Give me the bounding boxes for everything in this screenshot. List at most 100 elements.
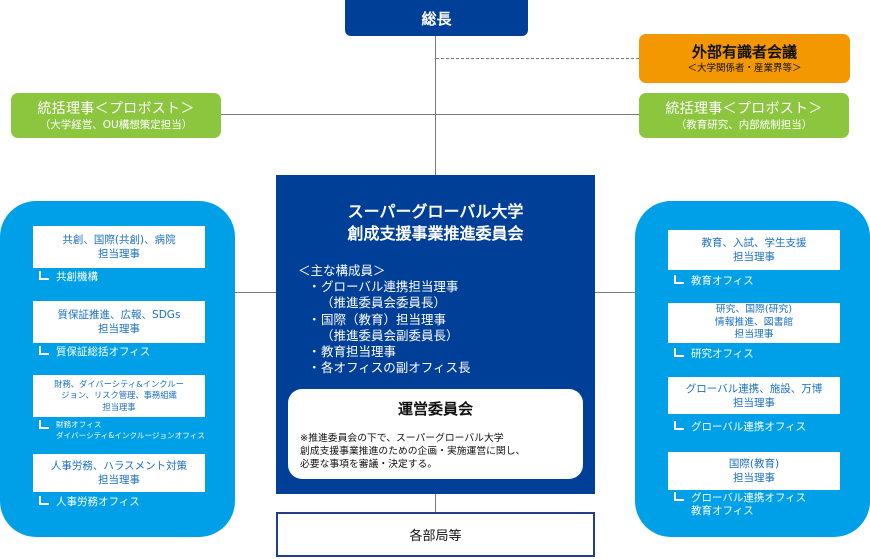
promotion-committee-box: スーパーグローバル大学 創成支援事業推進委員会 ＜主な構成員＞ ・ グローバル連… bbox=[276, 175, 595, 494]
member-line: グローバル連携担当理事 bbox=[321, 279, 459, 294]
provost-box-left: 統括理事＜プロボスト＞ （大学経営、OU構想策定担当） bbox=[11, 93, 221, 138]
office-name: 質保証総括オフィス bbox=[56, 346, 151, 358]
member-line: 各オフィスの副オフィス長 bbox=[321, 360, 471, 376]
president-box: 総長 bbox=[345, 0, 528, 36]
branch-elbow-icon bbox=[674, 348, 684, 357]
executive-box: 国際(教育) 担当理事 bbox=[668, 452, 840, 490]
executive-box: 財務、ダイバーシティ&インクルー ジョン、リスク管理、事務組織 担当理事 bbox=[33, 375, 205, 417]
connector-president-committee bbox=[435, 36, 436, 175]
external-committee-subtitle: ＜大学関係者・産業界等＞ bbox=[687, 62, 802, 74]
office-name: 教育オフィス bbox=[691, 505, 754, 517]
office-name: 共創機構 bbox=[56, 271, 98, 283]
provost-box-right: 統括理事＜プロボスト＞ （教育研究、内部統制担当） bbox=[639, 93, 849, 138]
steering-committee-title: 運営委員会 bbox=[397, 400, 473, 418]
external-committee-title: 外部有識者会議 bbox=[691, 42, 797, 61]
executive-box: 教育、入試、学生支援 担当理事 bbox=[668, 230, 840, 270]
office-entry: 研究オフィス bbox=[674, 348, 754, 361]
president-label: 総長 bbox=[421, 9, 452, 28]
executive-box: 人事労務、ハラスメント対策 担当理事 bbox=[33, 454, 205, 492]
office-entry: 財務オフィス ダイバーシティ&インクルージョンオフィス bbox=[39, 420, 205, 441]
connector-provost-right bbox=[436, 114, 639, 115]
office-name: ダイバーシティ&インクルージョンオフィス bbox=[56, 430, 205, 440]
office-name: グローバル連携オフィス bbox=[691, 421, 807, 433]
executive-line: 国際(教育) bbox=[728, 458, 780, 470]
branch-elbow-icon bbox=[674, 421, 684, 430]
provost-subtitle: （教育研究、内部統制担当） bbox=[675, 118, 813, 131]
promotion-committee-title: スーパーグローバル大学 創成支援事業推進委員会 bbox=[276, 201, 595, 245]
executive-box: 研究、国際(研究) 情報推進、図書館 担当理事 bbox=[668, 303, 840, 343]
title-line: 創成支援事業推進委員会 bbox=[347, 224, 524, 243]
member-line: 教育担当理事 bbox=[321, 344, 397, 360]
member-line: （推進委員会委員長） bbox=[321, 295, 447, 311]
executive-line: 教育、入試、学生支援 bbox=[701, 237, 807, 249]
bullet: ・ bbox=[308, 344, 321, 360]
executive-line: 担当理事 bbox=[98, 248, 140, 260]
branch-elbow-icon bbox=[39, 346, 49, 355]
member-line: 国際（教育）担当理事 bbox=[321, 311, 447, 327]
executive-line: 質保証推進、広報、SDGs bbox=[57, 309, 181, 321]
branch-elbow-icon bbox=[39, 420, 49, 429]
executive-line: グローバル連携、施設、万博 bbox=[685, 382, 823, 395]
office-entry: 教育オフィス bbox=[674, 275, 754, 288]
office-entry: グローバル連携オフィス bbox=[674, 421, 806, 434]
office-name: グローバル連携オフィス bbox=[691, 492, 807, 504]
connector-external-dashed bbox=[436, 58, 639, 59]
office-entry: グローバル連携オフィス 教育オフィス bbox=[674, 492, 806, 518]
executive-line: 人事労務、ハラスメント対策 bbox=[50, 460, 188, 472]
bullet: ・ bbox=[308, 360, 321, 376]
office-entry: 共創機構 bbox=[39, 271, 98, 284]
executive-box: 共創、国際(共創)、病院 担当理事 bbox=[33, 226, 205, 268]
connector-provost-left bbox=[221, 114, 435, 115]
executive-line: 情報推進、図書館 bbox=[714, 316, 794, 328]
description-line: ※推進委員会の下で、スーパーグローバル大学 bbox=[300, 433, 504, 444]
office-name: 研究オフィス bbox=[691, 348, 754, 360]
executive-line: 担当理事 bbox=[733, 472, 775, 484]
right-executive-panel: 教育、入試、学生支援 担当理事 教育オフィス 研究、国際(研究) 情報推進、図書… bbox=[635, 201, 870, 537]
departments-label: 各部局等 bbox=[409, 529, 462, 544]
members-list: ・ グローバル連携担当理事 （推進委員会委員長） ・ 国際（教育）担当理事 （推… bbox=[308, 279, 471, 377]
connector-left-panel bbox=[235, 292, 276, 293]
executive-box: グローバル連携、施設、万博 担当理事 bbox=[668, 377, 840, 414]
description-line: 創成支援事業推進のための企画・実施運営に関し、 bbox=[300, 446, 526, 457]
title-line: スーパーグローバル大学 bbox=[347, 202, 524, 221]
executive-line: 担当理事 bbox=[98, 323, 140, 335]
branch-elbow-icon bbox=[39, 496, 49, 505]
office-name: 教育オフィス bbox=[691, 275, 754, 287]
office-name: 人事労務オフィス bbox=[56, 496, 140, 508]
executive-line: ジョン、リスク管理、事務組織 bbox=[61, 390, 177, 401]
branch-elbow-icon bbox=[39, 271, 49, 280]
member-line: （推進委員会副委員長） bbox=[321, 327, 459, 343]
bullet: ・ bbox=[308, 311, 321, 327]
departments-box: 各部局等 bbox=[276, 512, 595, 557]
executive-line: 研究、国際(研究) bbox=[715, 304, 793, 316]
office-entry: 人事労務オフィス bbox=[39, 496, 140, 509]
provost-title: 統括理事＜プロボスト＞ bbox=[665, 100, 823, 117]
provost-subtitle: （大学経営、OU構想策定担当） bbox=[39, 118, 193, 131]
office-name: 財務オフィス bbox=[56, 420, 102, 429]
executive-line: 財務、ダイバーシティ&インクルー bbox=[54, 378, 184, 389]
executive-line: 担当理事 bbox=[733, 396, 775, 409]
member-item: ・ 教育担当理事 bbox=[308, 344, 471, 360]
left-executive-panel: 共創、国際(共創)、病院 担当理事 共創機構 質保証推進、広報、SDGs 担当理… bbox=[0, 201, 235, 537]
member-item: ・ 各オフィスの副オフィス長 bbox=[308, 360, 471, 376]
connector-right-panel bbox=[595, 292, 635, 293]
provost-title: 統括理事＜プロボスト＞ bbox=[37, 100, 195, 117]
member-item: ・ 国際（教育）担当理事 （推進委員会副委員長） bbox=[308, 311, 471, 345]
description-line: 必要な事項を審議・決定する。 bbox=[300, 459, 438, 470]
steering-committee-box: 運営委員会 ※推進委員会の下で、スーパーグローバル大学 創成支援事業推進のための… bbox=[288, 389, 583, 479]
executive-line: 担当理事 bbox=[733, 251, 775, 263]
executive-line: 共創、国際(共創)、病院 bbox=[62, 234, 176, 246]
external-committee-box: 外部有識者会議 ＜大学関係者・産業界等＞ bbox=[639, 34, 850, 83]
office-entry: 質保証総括オフィス bbox=[39, 346, 150, 359]
connector-committee-departments bbox=[435, 494, 436, 512]
branch-elbow-icon bbox=[674, 492, 684, 501]
executive-line: 担当理事 bbox=[734, 329, 774, 341]
branch-elbow-icon bbox=[674, 275, 684, 284]
steering-committee-description: ※推進委員会の下で、スーパーグローバル大学 創成支援事業推進のための企画・実施運… bbox=[300, 432, 525, 471]
members-heading: ＜主な構成員＞ bbox=[298, 263, 386, 278]
bullet: ・ bbox=[308, 279, 321, 294]
executive-line: 担当理事 bbox=[98, 474, 140, 486]
member-item: ・ グローバル連携担当理事 （推進委員会委員長） bbox=[308, 279, 471, 312]
executive-box: 質保証推進、広報、SDGs 担当理事 bbox=[33, 301, 205, 343]
executive-line: 担当理事 bbox=[102, 401, 136, 412]
